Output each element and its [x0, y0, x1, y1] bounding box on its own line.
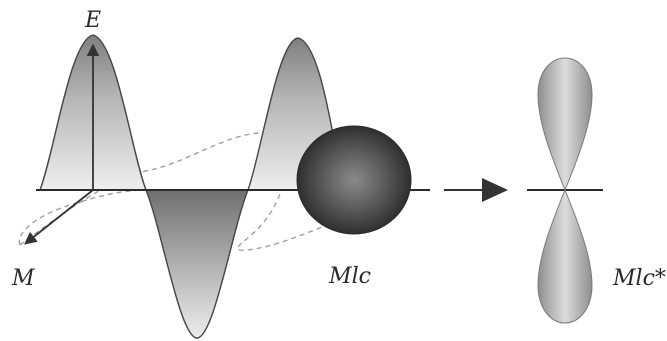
electric-field-label: E — [84, 8, 101, 33]
magnetic-field-label: M — [11, 266, 35, 291]
excited-orbital-lower-lobe — [537, 188, 593, 324]
excited-molecule-label: Mlc* — [612, 266, 666, 291]
electric-wave-negative-lobe — [144, 189, 250, 339]
magnetic-field-wave-lower — [18, 189, 151, 246]
excited-orbital-upper-lobe — [537, 57, 593, 192]
arrow-right-icon — [470, 178, 508, 202]
magnetic-field-arrow — [24, 189, 94, 245]
molecule-label: Mlc — [328, 264, 371, 289]
molecule-sphere — [296, 125, 412, 235]
